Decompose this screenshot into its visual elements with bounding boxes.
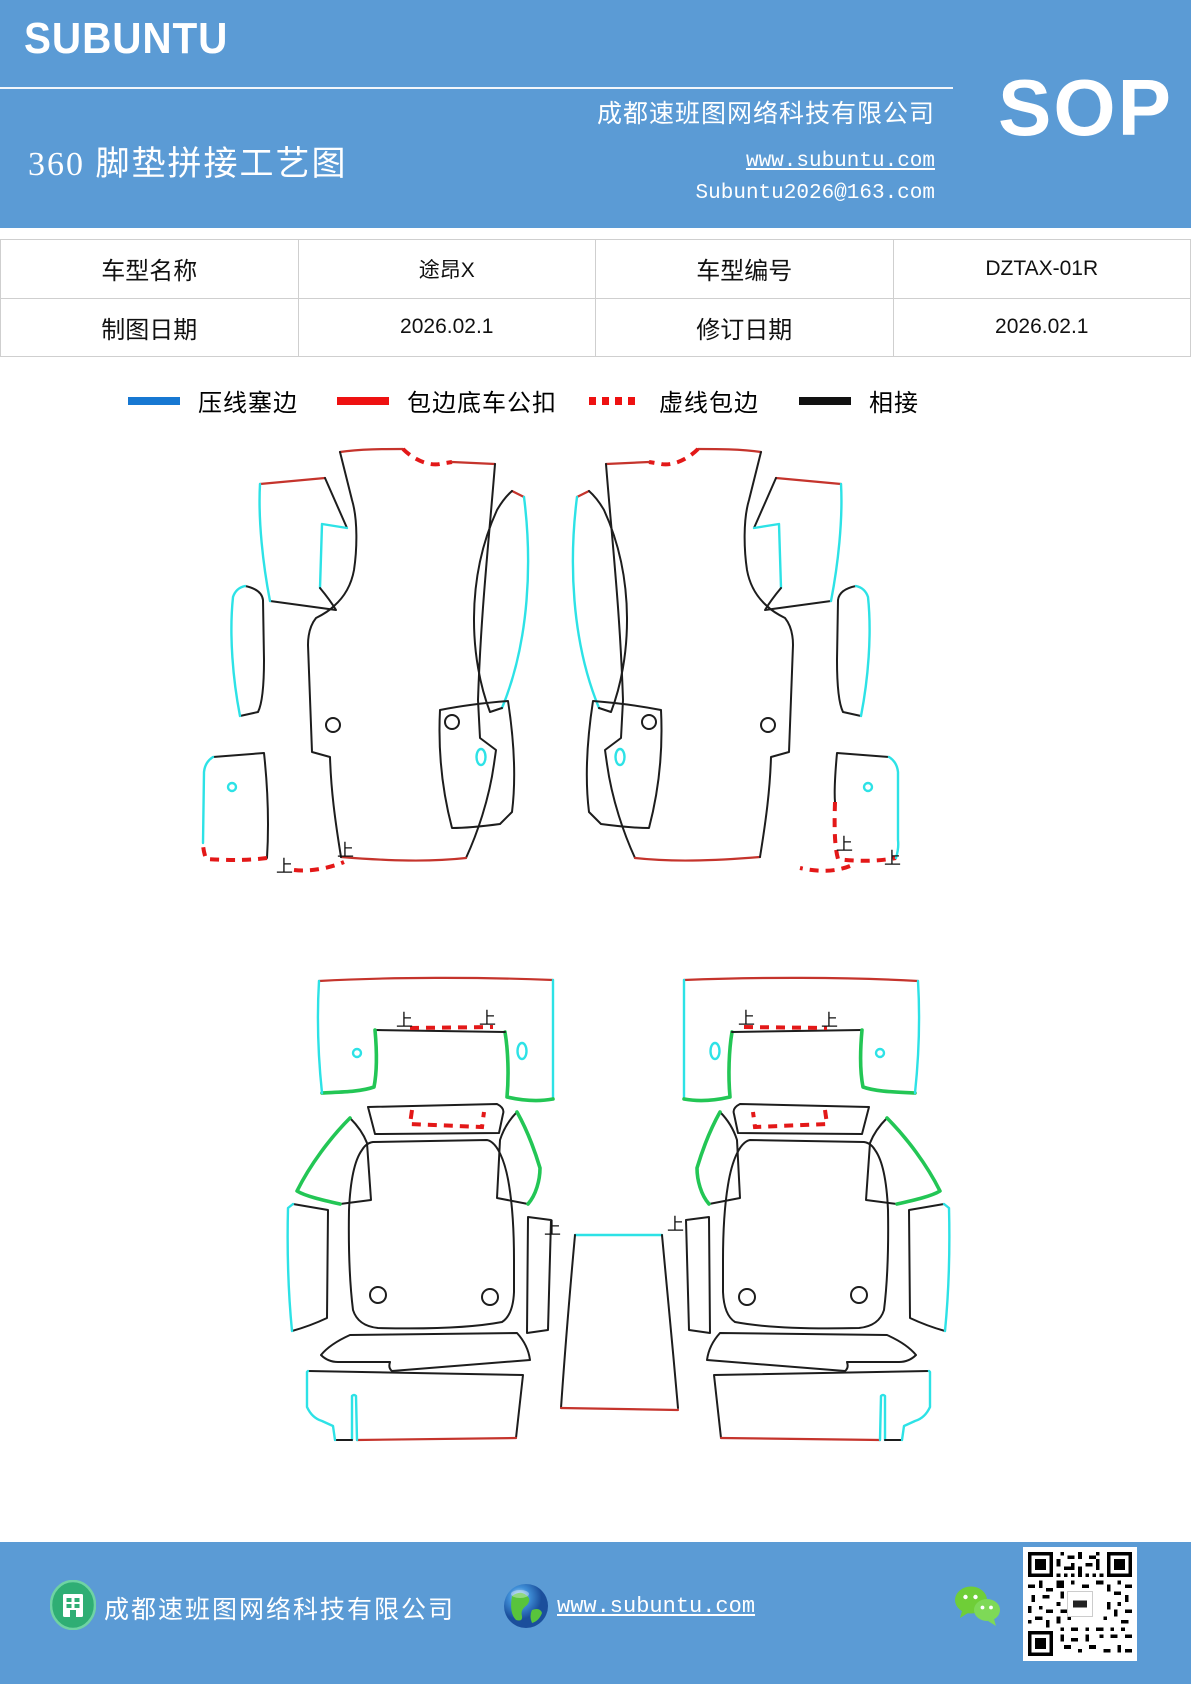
qr-code-pattern xyxy=(1028,1552,1132,1656)
orientation-marker: 上 xyxy=(479,1009,496,1028)
orientation-marker: 上 xyxy=(337,841,354,860)
cell-model-name-label: 车型名称 xyxy=(0,239,299,299)
line-type-legend: 压线塞边 包边底车公扣 虚线包边 相接 xyxy=(0,383,1191,417)
wechat-icon xyxy=(955,1586,1000,1626)
legend-label: 相接 xyxy=(869,391,919,417)
page-header: SUBUNTU 360 脚垫拼接工艺图 成都速班图网络科技有限公司 www.su… xyxy=(0,0,1191,228)
company-name-footer: 成都速班图网络科技有限公司 xyxy=(104,1597,456,1624)
legend-item-join: 相接 xyxy=(799,383,919,417)
mat-outlines-svg: 上 上 上 上 xyxy=(201,447,951,1442)
company-building-icon xyxy=(50,1580,96,1630)
red-line-swatch xyxy=(337,396,389,405)
orientation-marker: 上 xyxy=(836,835,853,854)
globe-icon xyxy=(504,1584,548,1628)
cell-revise-date-label: 修订日期 xyxy=(595,297,894,357)
legend-item-press-line: 压线塞边 xyxy=(128,383,298,417)
vehicle-info-table: 车型名称 途昂X 车型编号 DZTAX-01R 制图日期 2026.02.1 修… xyxy=(0,239,1191,357)
orientation-marker: 上 xyxy=(738,1009,755,1028)
cell-revise-date-value: 2026.02.1 xyxy=(892,297,1191,357)
sop-label: SOP xyxy=(998,63,1173,152)
mat-pattern-diagram: 上 上 上 上 xyxy=(0,400,1191,1480)
orientation-marker: 上 xyxy=(396,1011,413,1030)
blue-line-swatch xyxy=(128,396,180,405)
company-name-header: 成都速班图网络科技有限公司 xyxy=(596,101,935,128)
orientation-marker: 上 xyxy=(544,1219,561,1238)
table-row: 制图日期 2026.02.1 修订日期 2026.02.1 xyxy=(0,297,1191,357)
front-right-mat-group: 上 上 xyxy=(571,447,901,873)
qr-code xyxy=(1023,1547,1137,1661)
website-link-header[interactable]: www.subuntu.com xyxy=(745,150,935,173)
header-divider-line xyxy=(0,87,953,89)
page-footer: 成都速班图网络科技有限公司 www.subuntu.com xyxy=(0,1542,1191,1684)
cell-draw-date-label: 制图日期 xyxy=(0,297,299,357)
legend-label: 虚线包边 xyxy=(659,391,759,417)
orientation-marker: 上 xyxy=(667,1215,684,1234)
brand-logo: SUBUNTU xyxy=(24,14,229,63)
cell-draw-date-value: 2026.02.1 xyxy=(297,297,596,357)
orientation-marker: 上 xyxy=(821,1011,838,1030)
front-left-mat-group: 上 上 xyxy=(201,447,530,876)
black-line-swatch xyxy=(799,396,851,405)
cell-model-name-value: 途昂X xyxy=(297,239,596,299)
legend-item-binding-edge: 包边底车公扣 xyxy=(337,383,557,417)
website-link-footer[interactable]: www.subuntu.com xyxy=(557,1594,756,1619)
orientation-marker: 上 xyxy=(276,857,293,876)
email-address[interactable]: Subuntu2026@163.com xyxy=(695,182,935,205)
legend-label: 压线塞边 xyxy=(198,391,298,417)
page-title: 360 脚垫拼接工艺图 xyxy=(28,146,348,183)
legend-item-dashed-binding: 虚线包边 xyxy=(589,383,759,417)
rear-left-mat-group: 上 上 上 上 xyxy=(286,976,684,1442)
table-row: 车型名称 途昂X 车型编号 DZTAX-01R xyxy=(0,239,1191,299)
orientation-marker: 上 xyxy=(884,849,901,868)
rear-right-mat-group: 上 上 xyxy=(682,976,951,1442)
red-dashed-swatch xyxy=(589,396,641,405)
cell-model-code-label: 车型编号 xyxy=(595,239,894,299)
cell-model-code-value: DZTAX-01R xyxy=(892,239,1191,299)
legend-label: 包边底车公扣 xyxy=(407,391,557,417)
